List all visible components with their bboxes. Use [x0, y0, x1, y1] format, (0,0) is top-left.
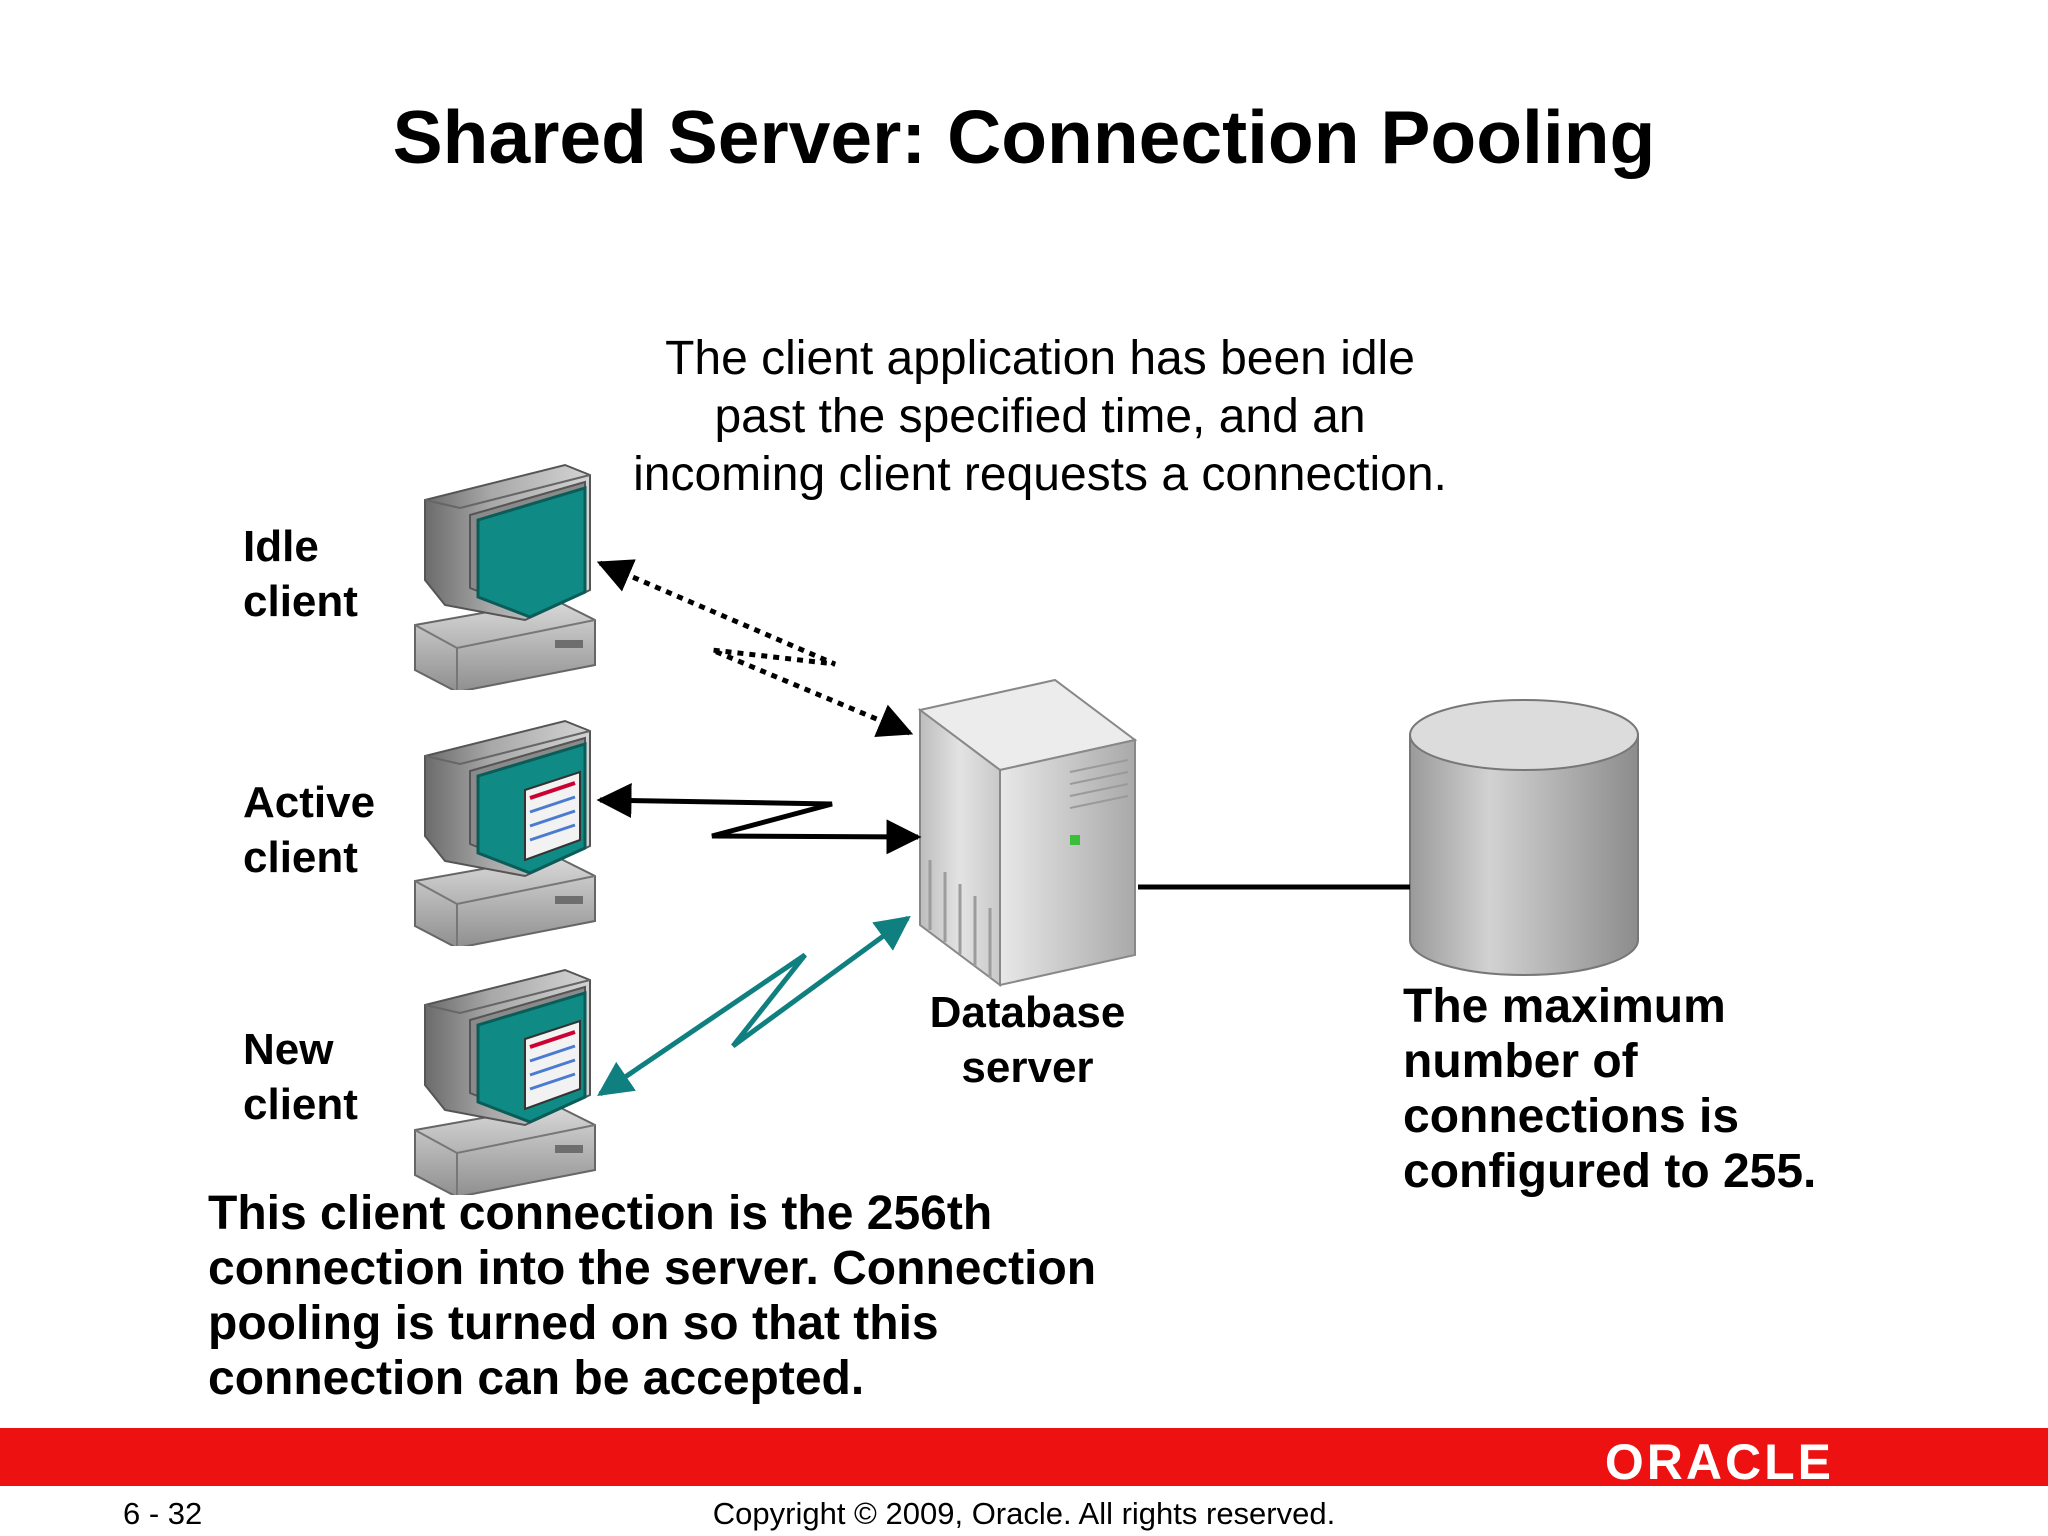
- page-number: 6 - 32: [123, 1496, 203, 1531]
- idle-client-label: Idle client: [243, 522, 358, 626]
- active-connection-arrow: [596, 783, 922, 855]
- oracle-logo: ORACLE: [1604, 1434, 1834, 1490]
- slide-title: Shared Server: Connection Pooling: [392, 95, 1656, 179]
- idle-client-computer-icon: [414, 464, 596, 690]
- max-connections-note: The maximum number of connections is con…: [1403, 980, 1817, 1198]
- active-client-label: Active client: [243, 778, 376, 882]
- database-server-icon: [917, 678, 1138, 987]
- idle-timeout-note: The client application has been idle pas…: [633, 332, 1447, 501]
- idle-screen: [476, 485, 587, 619]
- active-client-computer-icon: [414, 720, 596, 946]
- new-client-label: New client: [243, 1025, 358, 1129]
- connection-pooling-note: This client connection is the 256th conn…: [208, 1187, 1097, 1405]
- copyright-text: Copyright © 2009, Oracle. All rights res…: [712, 1496, 1336, 1531]
- database-cylinder-icon: [1409, 699, 1639, 976]
- footer-bar: [0, 1428, 2048, 1486]
- new-connection-arrow: [597, 915, 911, 1097]
- database-server-label: Database server: [929, 988, 1126, 1092]
- idle-connection-arrow: [596, 559, 914, 737]
- new-client-computer-icon: [414, 969, 596, 1195]
